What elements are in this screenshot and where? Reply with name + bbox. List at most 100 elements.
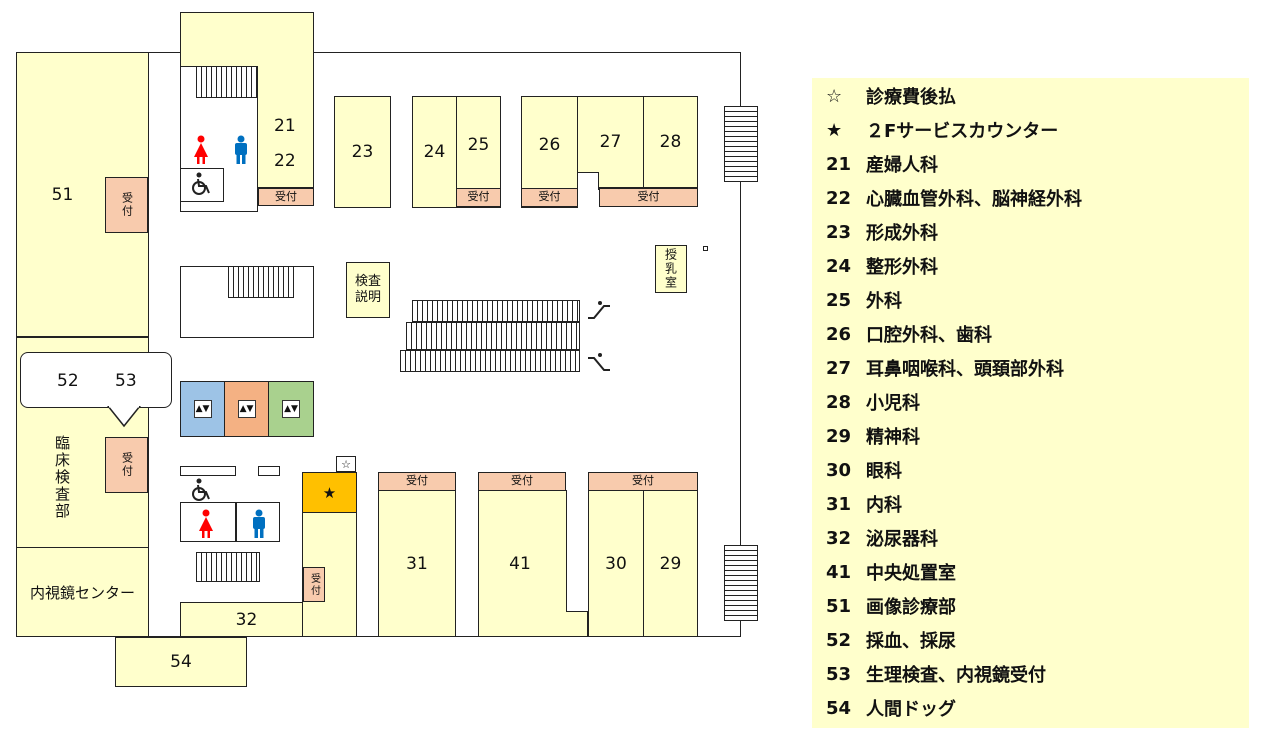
legend-key: 30 [826,459,852,481]
bubble-pointer [107,406,141,428]
legend-label: 形成外科 [866,223,938,244]
legend-label: 診療費後払 [866,87,956,108]
legend-key: 51 [826,595,852,617]
stairs-bottom-left [196,552,260,582]
room-32-label: 32 [235,609,258,630]
legend-label: 眼科 [866,461,902,482]
room-30-label: 30 [605,553,627,574]
legend-label: 精神科 [866,427,920,448]
room-24[interactable]: 24 [412,96,457,208]
star-filled-icon: ★ [322,483,337,502]
legend-label: 泌尿器科 [866,529,938,550]
room-30[interactable]: 30 [588,490,644,637]
elevator-2[interactable]: ▲▼ [224,381,269,437]
reception-lab[interactable]: 受付 [105,437,148,493]
room-27-label: 27 [599,132,622,152]
legend-label: 人間ドッグ [866,699,956,720]
legend-label: 外科 [866,291,902,312]
room-41-label: 41 [509,553,531,574]
floor-map: 51 受付 臨床検査部 受付 52 53 内視鏡センター 54 21 22 受付 [16,12,758,687]
reception-51[interactable]: 受付 [105,177,148,233]
legend-row: 30 眼科 [826,456,902,484]
reception-25[interactable]: 受付 [456,188,501,207]
clinical-lab-label: 臨床検査部 [53,435,71,520]
legend-key: 27 [826,357,852,379]
reception-32[interactable]: 受付 [303,567,325,602]
room-51-label: 51 [51,184,74,205]
room-54[interactable]: 54 [115,637,247,687]
wheelchair-icon [192,172,210,195]
legend-key: 21 [826,153,852,175]
room-29[interactable]: 29 [643,490,698,637]
legend-key: 41 [826,561,852,583]
room-32[interactable]: 32 [180,602,303,637]
legend-row: ☆ 診療費後払 [826,82,956,110]
room-31-label: 31 [406,553,428,574]
exam-explanation-label: 検査説明 [354,273,381,305]
reception-29-30[interactable]: 受付 [588,472,698,491]
room-53-label: 53 [115,371,137,391]
room-26-label: 26 [538,135,561,155]
stairs-right-top [724,106,758,182]
room-31[interactable]: 31 [378,490,456,637]
room-52-53-bubble: 52 53 [20,352,172,408]
escalator-down-icon [588,353,610,371]
male-restroom-icon [235,135,247,164]
legend-key: 29 [826,425,852,447]
legend-key: 52 [826,629,852,651]
restroom-area-bottom-right [258,466,280,476]
room-28-label: 28 [659,132,682,152]
reception-27-28[interactable]: 受付 [599,188,698,207]
legend-row: ★ ２Fサービスカウンター [826,116,1058,144]
room-endoscopy-center[interactable]: 内視鏡センター [16,547,149,637]
legend-label: 小児科 [866,393,920,414]
room-22-label: 22 [274,151,296,171]
wheelchair-icon [192,478,210,501]
reception-31[interactable]: 受付 [378,472,456,491]
room-41-notch [566,490,588,612]
female-restroom-icon [194,135,208,164]
star-outline-icon: ☆ [341,457,351,471]
elevator-icon: ▲▼ [193,400,212,418]
legend-key: ★ [826,119,843,141]
legend-row: 21 産婦人科 [826,150,938,178]
room-54-label: 54 [170,652,192,672]
legend-key: 32 [826,527,852,549]
stairs-middle [228,266,294,298]
exam-explanation[interactable]: 検査説明 [346,262,390,318]
legend-row: 32 泌尿器科 [826,524,938,552]
legend-label: 産婦人科 [866,155,938,176]
escalator-up [412,300,580,322]
room-23-label: 23 [351,142,374,162]
reception-26[interactable]: 受付 [521,188,578,207]
reception-21-22[interactable]: 受付 [258,188,314,206]
room-28[interactable]: 28 [643,96,698,188]
legend-label: 中央処置室 [866,563,956,584]
elevator-1[interactable]: ▲▼ [180,381,225,437]
legend-key: 25 [826,289,852,311]
legend-key: ☆ [826,85,843,107]
service-counter[interactable]: ★ [302,472,357,513]
legend-label: 整形外科 [866,257,938,278]
legend-label: ２Fサービスカウンター [866,121,1059,142]
room-21-label: 21 [274,116,296,136]
legend-row: 25 外科 [826,286,902,314]
nursing-room[interactable]: 授乳室 [655,245,687,293]
elevator-icon: ▲▼ [282,400,300,418]
elevator-3[interactable]: ▲▼ [268,381,314,437]
stairs-top-left [196,66,258,98]
legend-key: 22 [826,187,852,209]
escalator-up-icon [588,301,610,319]
legend-row: 41 中央処置室 [826,558,956,586]
reception-41[interactable]: 受付 [478,472,566,491]
legend-key: 26 [826,323,852,345]
room-52-label: 52 [57,371,79,391]
endoscopy-center-label: 内視鏡センター [29,583,135,602]
room-24-label: 24 [423,142,446,162]
room-23[interactable]: 23 [334,96,391,208]
